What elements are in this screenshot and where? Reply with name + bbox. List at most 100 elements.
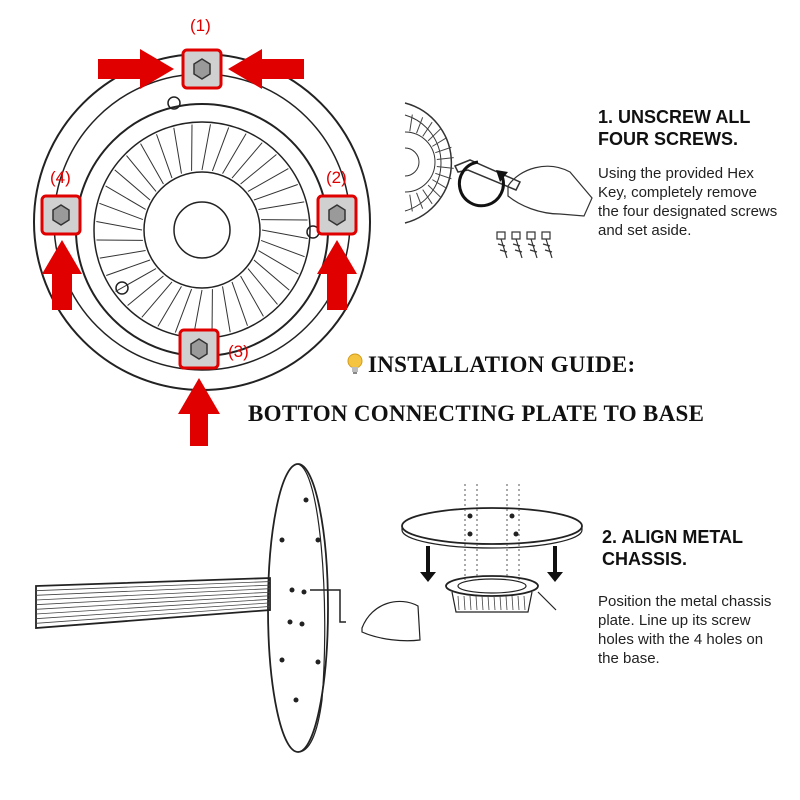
decorative-line [517,595,520,611]
step1-heading: 1. UNSCREW ALL FOUR SCREWS. [598,107,751,149]
hex-screw-icon [541,231,553,259]
decorative-line [523,595,526,611]
decorative-line [211,127,230,172]
screw-2-marker [316,194,358,236]
decorative-line [258,201,305,210]
decorative-line [35,595,271,610]
decorative-line [106,259,151,276]
loose-screws [496,231,553,259]
decorative-line [493,595,496,611]
decorative-line [193,289,203,336]
decorative-line [35,598,271,615]
decorative-line [253,259,290,291]
decorative-line [156,134,173,179]
lightbulb-icon [347,353,363,374]
decorative-line [115,268,157,292]
decorative-line [422,121,433,137]
base-top-ring [445,575,539,597]
screw-label-1: (1) [190,16,211,35]
decorative-line [253,184,298,201]
screw-1-marker [181,48,223,90]
decorative-line [416,117,424,134]
arrow-down-icon [420,546,436,582]
step1-body: Using the provided Hex Key, completely r… [598,165,778,239]
step2-heading: 2. ALIGN METAL CHASSIS. [602,527,743,569]
decorative-line [469,595,472,611]
hex-screw-icon [52,204,70,226]
hex-screw-icon [496,231,508,259]
hex-key-icon [453,159,522,191]
decorative-line [427,128,441,142]
decorative-line [422,189,433,205]
arrow-up-icon [317,240,357,310]
rotate-icon [457,160,505,208]
decorative-line [35,591,271,606]
chassis-plate [401,507,583,545]
decorative-line [201,124,211,171]
decorative-line [260,239,305,258]
guide-subtitle: BOTTON CONNECTING PLATE TO BASE [248,401,705,426]
decorative-line [409,194,413,212]
hex-screw-icon [526,231,538,259]
decorative-line [141,281,173,318]
arrow-right-icon [98,49,174,89]
decorative-line [247,168,289,192]
screw-3-marker [178,328,220,370]
decorative-line [127,275,164,306]
decorative-line [261,229,308,239]
hex-screw-icon [193,58,211,80]
decorative-line [499,595,502,611]
hub-center [173,201,231,259]
hex-key-icon [310,589,346,623]
arrow-left-icon [228,49,304,89]
chassis-hole [167,96,181,110]
screw-label-3: (3) [228,342,249,361]
decorative-line [481,595,484,611]
decorative-line [409,114,413,132]
decorative-line [487,595,490,611]
step2-body: Position the metal chassis plate. Line u… [598,593,772,667]
decorative-line [35,584,271,596]
decorative-line [435,172,452,180]
hex-screw-icon [328,204,346,226]
arrow-up-icon [178,378,220,446]
decorative-line [457,595,460,611]
hex-screw-icon [511,231,523,259]
decorative-line [505,595,508,611]
decorative-line [432,137,448,147]
decorative-line [114,169,151,201]
decorative-line [35,606,271,624]
decorative-line [157,286,182,327]
decorative-line [247,268,278,305]
hand-icon [361,600,421,642]
decorative-line [174,288,193,333]
decorative-line [96,221,143,231]
screw-label-4: (4) [50,168,71,187]
decorative-line [436,157,454,161]
arrow-down-icon [547,546,563,582]
screw-label-2: (2) [326,168,347,187]
decorative-line [240,154,277,185]
decorative-line [140,143,164,185]
hand-icon [507,165,593,217]
screw-4-marker [40,194,82,236]
decorative-line [427,184,441,198]
decorative-line [240,275,264,317]
decorative-line [126,155,157,192]
decorative-line [432,179,448,189]
decorative-line [511,595,514,611]
guide-title: INSTALLATION GUIDE: [368,352,636,377]
decorative-line [463,595,466,611]
decorative-line [231,142,263,179]
hub-outer [143,171,261,289]
decorative-line [475,595,478,611]
chassis-hole [115,281,129,295]
decorative-line [105,185,146,210]
decorative-line [35,581,271,592]
decorative-line [173,127,182,174]
